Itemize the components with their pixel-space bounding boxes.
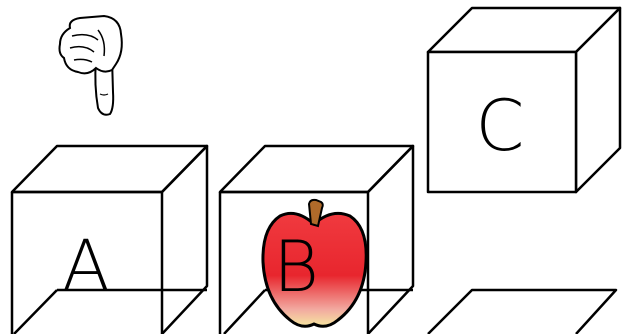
floor-plate — [428, 290, 616, 334]
box-c: C — [428, 8, 620, 192]
pointing-hand-icon — [60, 16, 122, 115]
box-b: B — [220, 146, 413, 334]
box-c-label: C — [476, 85, 525, 167]
box-a-label: A — [62, 225, 110, 307]
box-b-label: B — [273, 226, 319, 308]
box-a: A — [12, 146, 207, 334]
